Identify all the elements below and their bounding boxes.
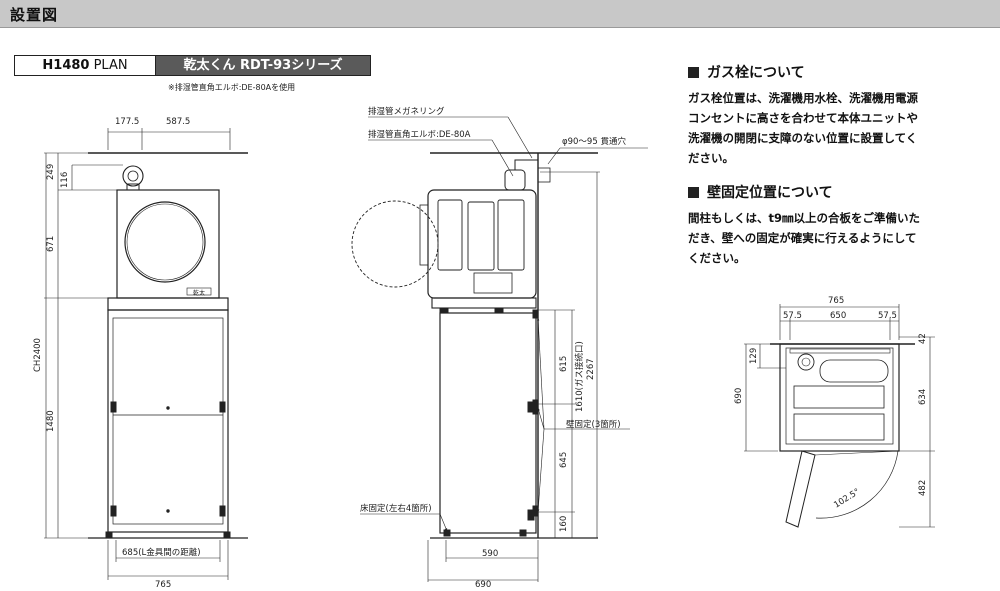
label-through-hole: φ90〜95 貫通穴	[562, 136, 626, 147]
top-dim-129: 129	[749, 348, 759, 364]
dim-2267: 2267	[586, 358, 596, 380]
header-title: 設置図	[10, 6, 59, 24]
plan-label: PLAN	[93, 58, 128, 73]
top-dim-57-5-left: 57.5	[783, 311, 802, 321]
wall-title-text: 壁固定位置について	[707, 185, 833, 201]
dim-645: 645	[559, 452, 569, 468]
wall-line: 間柱もしくは、t9㎜以上の合板をご準備いた	[688, 211, 920, 225]
dim-177-5: 177.5	[115, 117, 139, 127]
square-bullet-icon	[688, 186, 699, 198]
label-elbow: 排湿管直角エルボ:DE-80A	[368, 129, 471, 140]
top-dim-482: 482	[918, 480, 928, 496]
top-view	[744, 304, 935, 528]
label-floor-fix: 床固定(左右4箇所)	[360, 503, 432, 514]
plan-height-code: H1480	[42, 58, 90, 73]
dim-1610: 1610(ガス接続口)	[574, 341, 585, 412]
dim-587-5: 587.5	[166, 117, 190, 127]
dim-1480: 1480	[46, 410, 56, 432]
wall-section: 壁固定位置について 間柱もしくは、t9㎜以上の合板をご準備いた だき、壁への固定…	[688, 182, 973, 268]
top-dim-650: 650	[830, 311, 846, 321]
dim-671: 671	[46, 236, 56, 252]
label-meganering: 排湿管メガネリング	[368, 106, 445, 117]
gas-section-body: ガス栓位置は、洗濯機用水栓、洗濯機用電源 コンセントに高さを合わせて本体ユニット…	[688, 88, 973, 168]
dim-690-side: 690	[475, 580, 491, 590]
front-view-labels: 177.5 587.5 乾太 249 116 671 CH2400 1480 6…	[33, 117, 205, 590]
dim-249: 249	[46, 164, 56, 180]
side-view	[351, 116, 648, 582]
gas-line: ださい。	[688, 151, 734, 165]
dim-685: 685(L金具間の距離)	[122, 547, 201, 558]
dim-590: 590	[482, 549, 498, 559]
gas-title-text: ガス栓について	[707, 65, 805, 81]
door-angle: 102.5°	[832, 487, 862, 511]
square-bullet-icon	[688, 66, 699, 78]
top-dim-42: 42	[918, 333, 928, 344]
front-view	[44, 128, 248, 580]
badge-text: 乾太	[193, 289, 205, 297]
series-label-box: 乾太くん RDT-93シリーズ	[155, 55, 371, 76]
gas-section-title: ガス栓について	[688, 62, 973, 82]
dim-615: 615	[559, 356, 569, 372]
dim-765-front: 765	[155, 580, 171, 590]
dim-116: 116	[60, 172, 70, 188]
gas-line: 洗濯機の開閉に支障のない位置に設置してく	[688, 131, 918, 145]
wall-section-title: 壁固定位置について	[688, 182, 973, 202]
plan-label-box: H1480 PLAN	[14, 55, 156, 76]
side-view-labels: 排湿管メガネリング 排湿管直角エルボ:DE-80A φ90〜95 貫通穴 615…	[360, 106, 626, 590]
elbow-note: ※排湿管直角エルボ:DE-80Aを使用	[168, 83, 296, 92]
top-dim-57-5-right: 57.5	[878, 311, 897, 321]
dim-160: 160	[559, 516, 569, 532]
section-header: 設置図	[0, 0, 1000, 28]
top-dim-765: 765	[828, 296, 844, 306]
top-dim-690: 690	[734, 388, 744, 404]
wall-line: ください。	[688, 251, 746, 265]
wall-line: だき、壁への固定が確実に行えるようにして	[688, 231, 917, 245]
label-wall-fix: 壁固定(3箇所)	[566, 419, 621, 430]
top-dim-634: 634	[918, 389, 928, 405]
dim-ch2400: CH2400	[33, 338, 43, 372]
wall-section-body: 間柱もしくは、t9㎜以上の合板をご準備いた だき、壁への固定が確実に行えるように…	[688, 208, 973, 268]
gas-line: コンセントに高さを合わせて本体ユニットや	[688, 111, 918, 125]
gas-section: ガス栓について ガス栓位置は、洗濯機用水栓、洗濯機用電源 コンセントに高さを合わ…	[688, 62, 973, 168]
gas-line: ガス栓位置は、洗濯機用水栓、洗濯機用電源	[688, 91, 918, 105]
